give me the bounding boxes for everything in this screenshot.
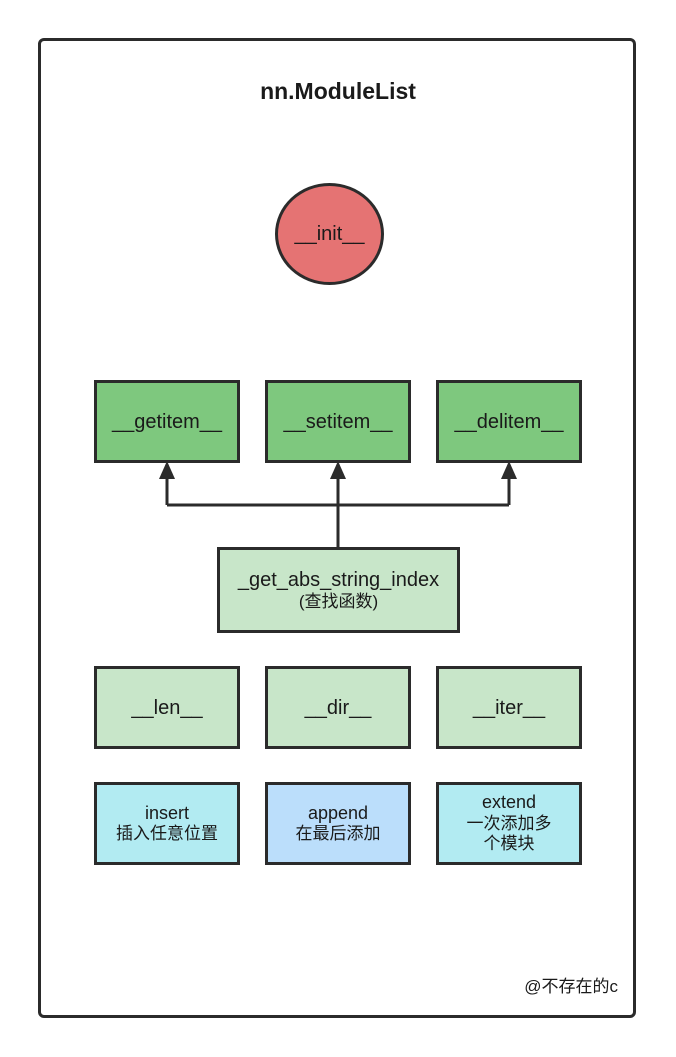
delitem-node: __delitem__ [436, 380, 582, 463]
setitem-node: __setitem__ [265, 380, 411, 463]
extend-desc-line1: 一次添加多 [466, 813, 552, 833]
append-node: append 在最后添加 [265, 782, 411, 865]
init-node: __init__ [275, 183, 384, 285]
len-label: __len__ [131, 696, 203, 719]
append-desc: 在最后添加 [295, 824, 381, 844]
append-label: append [307, 802, 369, 823]
diagram-title: nn.ModuleList [260, 78, 416, 104]
setitem-label: __setitem__ [283, 410, 393, 433]
helper-sublabel: (查找函数) [298, 591, 379, 611]
insert-desc: 插入任意位置 [116, 824, 218, 844]
dir-node: __dir__ [265, 666, 411, 749]
getitem-node: __getitem__ [94, 380, 240, 463]
arrowhead-delitem [501, 461, 517, 479]
extend-desc-line2: 个模块 [483, 834, 535, 854]
helper-node: _get_abs_string_index (查找函数) [217, 547, 460, 633]
getitem-label: __getitem__ [111, 410, 223, 433]
insert-label: insert [144, 802, 189, 823]
delitem-label: __delitem__ [454, 410, 564, 433]
extend-node: extend 一次添加多 个模块 [436, 782, 582, 865]
init-label: __init__ [294, 222, 365, 245]
arrowhead-getitem [159, 461, 175, 479]
helper-label: _get_abs_string_index [237, 568, 440, 591]
iter-node: __iter__ [436, 666, 582, 749]
len-node: __len__ [94, 666, 240, 749]
extend-label: extend [481, 792, 537, 813]
dir-label: __dir__ [304, 696, 372, 719]
insert-node: insert 插入任意位置 [94, 782, 240, 865]
author-credit: @不存在的c [524, 977, 618, 996]
iter-label: __iter__ [472, 696, 546, 719]
arrowhead-setitem [330, 461, 346, 479]
